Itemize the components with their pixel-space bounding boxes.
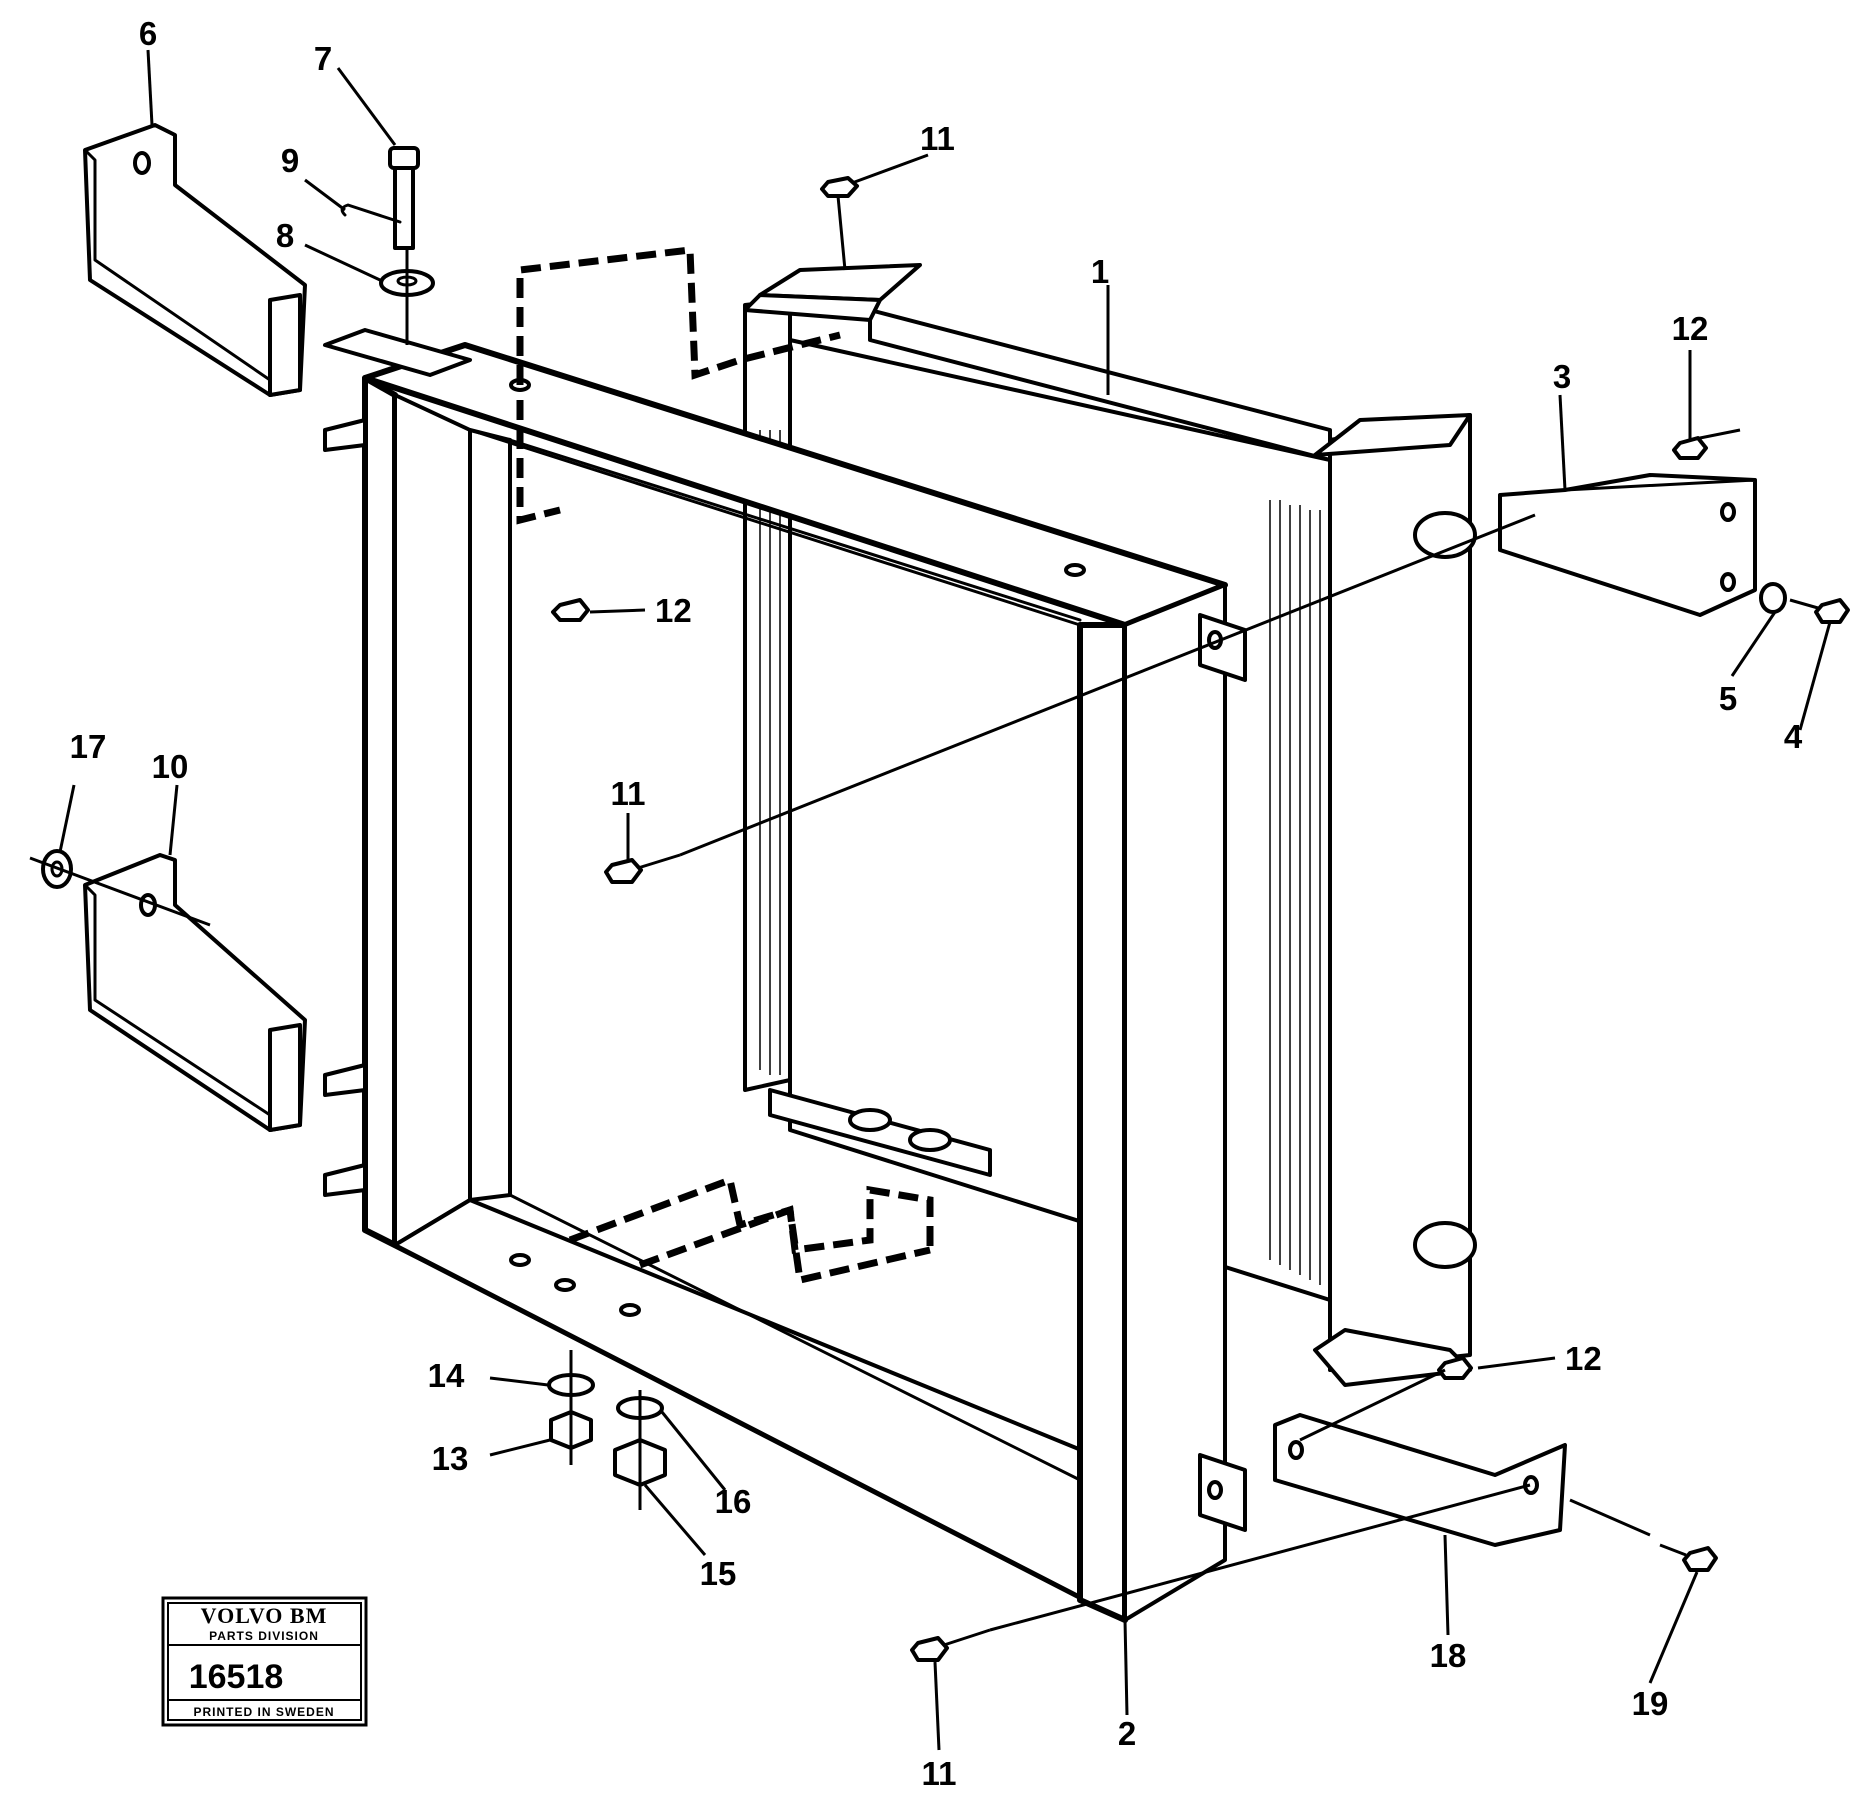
bracket-3 (1498, 473, 1757, 617)
plate-division: PARTS DIVISION (209, 1629, 319, 1643)
bolt-19 (1659, 1543, 1718, 1572)
bolt-11-top (820, 176, 859, 271)
callout-11-mid: 11 (611, 775, 646, 812)
callout-13: 13 (432, 1440, 469, 1477)
bolt-11-mid (604, 853, 681, 884)
nut-12-bottom-right (1437, 1356, 1473, 1380)
callout-7: 7 (314, 40, 332, 77)
shroud-frame (323, 328, 1247, 1623)
plate-printed: PRINTED IN SWEDEN (193, 1705, 334, 1719)
callout-9: 9 (281, 142, 299, 179)
bracket-18 (1273, 1413, 1567, 1547)
bolt-11-bottom (910, 1628, 991, 1662)
callout-2: 2 (1118, 1715, 1136, 1752)
callout-15: 15 (700, 1555, 737, 1592)
callout-12-mid: 12 (655, 592, 692, 629)
callout-16: 16 (715, 1483, 752, 1520)
hinge-bracket-10 (83, 853, 307, 1132)
callout-14: 14 (428, 1357, 465, 1394)
callout-11-bottom: 11 (922, 1755, 957, 1792)
callout-8: 8 (276, 217, 294, 254)
parts-plate: VOLVO BM PARTS DIVISION 16518 PRINTED IN… (161, 1596, 368, 1727)
callout-18: 18 (1430, 1637, 1467, 1674)
callout-leaders (58, 49, 1832, 1751)
callout-labels: 1 2 3 4 5 6 7 8 9 10 11 11 11 12 12 12 1… (70, 15, 1803, 1792)
callout-17: 17 (70, 728, 107, 765)
callout-6: 6 (139, 15, 157, 52)
plate-number: 16518 (189, 1658, 284, 1696)
washer-5 (1759, 582, 1787, 614)
callout-4: 4 (1784, 718, 1803, 755)
bolt-4 (1789, 598, 1850, 624)
callout-12-top-right: 12 (1672, 310, 1709, 347)
plate-brand: VOLVO BM (201, 1603, 328, 1628)
callout-12-bottom-right: 12 (1565, 1340, 1602, 1377)
axis-lines (29, 248, 1741, 1632)
hinge-bracket-6 (83, 123, 307, 397)
callout-11-top: 11 (920, 120, 955, 157)
callout-19: 19 (1632, 1685, 1669, 1722)
callout-3: 3 (1553, 358, 1571, 395)
cotter-9 (340, 203, 402, 224)
nut-12-mid (551, 598, 590, 622)
nut-12-top-right (1672, 436, 1708, 460)
pin-7 (388, 146, 420, 250)
callout-1: 1 (1091, 253, 1109, 290)
callout-5: 5 (1719, 680, 1737, 717)
hidden-lines (516, 246, 934, 1285)
callout-10: 10 (152, 748, 189, 785)
